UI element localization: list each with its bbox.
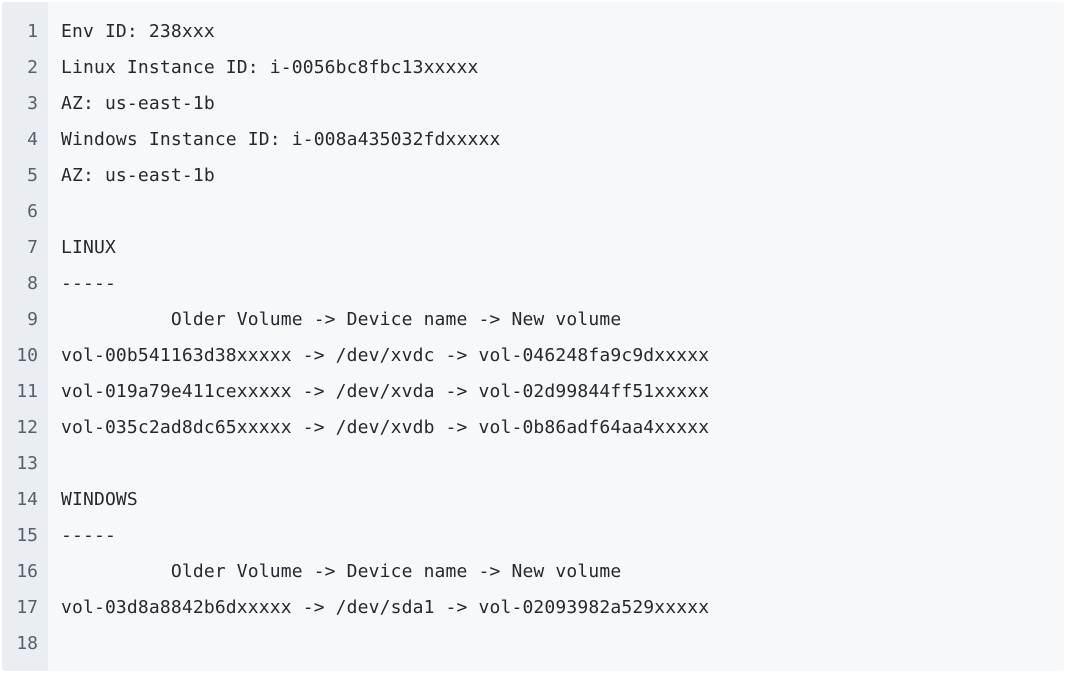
code-line: 18 <box>2 626 1064 662</box>
line-number-gutter <box>2 2 48 671</box>
line-number: 6 <box>27 201 38 222</box>
code-line: 10 vol-00b541163d38xxxxx -> /dev/xvdc -> … <box>2 338 1064 374</box>
code-line: 1 Env ID: 238xxx <box>2 14 1064 50</box>
code-line: 7 LINUX <box>2 230 1064 266</box>
line-number: 9 <box>27 309 38 330</box>
line-text: vol-019a79e411cexxxxx -> /dev/xvda -> vo… <box>61 381 710 402</box>
line-number: 3 <box>27 93 38 114</box>
line-number: 13 <box>16 453 38 474</box>
line-text: Env ID: 238xxx <box>61 21 215 42</box>
line-number: 5 <box>27 165 38 186</box>
line-text: Older Volume -> Device name -> New volum… <box>61 309 622 330</box>
line-text: vol-035c2ad8dc65xxxxx -> /dev/xvdb -> vo… <box>61 417 710 438</box>
code-line: 16 Older Volume -> Device name -> New vo… <box>2 554 1064 590</box>
line-text: vol-03d8a8842b6dxxxxx -> /dev/sda1 -> vo… <box>61 597 710 618</box>
line-number: 14 <box>16 489 38 510</box>
line-text: ----- <box>61 273 116 294</box>
line-number: 4 <box>27 129 38 150</box>
line-text: LINUX <box>61 237 116 258</box>
code-line: 9 Older Volume -> Device name -> New vol… <box>2 302 1064 338</box>
line-text: Windows Instance ID: i-008a435032fdxxxxx <box>61 129 501 150</box>
line-number: 12 <box>16 417 38 438</box>
line-number: 2 <box>27 57 38 78</box>
code-line: 2 Linux Instance ID: i-0056bc8fbc13xxxxx <box>2 50 1064 86</box>
line-number: 7 <box>27 237 38 258</box>
code-lines: 1 Env ID: 238xxx 2 Linux Instance ID: i-00… <box>2 14 1064 662</box>
line-text: AZ: us-east-1b <box>61 165 215 186</box>
line-text: Linux Instance ID: i-0056bc8fbc13xxxxx <box>61 57 479 78</box>
code-line: 14 WINDOWS <box>2 482 1064 518</box>
line-text: vol-00b541163d38xxxxx -> /dev/xvdc -> vo… <box>61 345 710 366</box>
code-line: 15 ----- <box>2 518 1064 554</box>
line-number: 10 <box>16 345 38 366</box>
line-number: 18 <box>16 633 38 654</box>
code-line: 11 vol-019a79e411cexxxxx -> /dev/xvda -> … <box>2 374 1064 410</box>
line-number: 16 <box>16 561 38 582</box>
code-line: 5 AZ: us-east-1b <box>2 158 1064 194</box>
code-line: 13 <box>2 446 1064 482</box>
line-text: WINDOWS <box>61 489 138 510</box>
code-line: 17 vol-03d8a8842b6dxxxxx -> /dev/sda1 -> … <box>2 590 1064 626</box>
line-text: ----- <box>61 525 116 546</box>
line-number: 17 <box>16 597 38 618</box>
code-line: 4 Windows Instance ID: i-008a435032fdxxxx… <box>2 122 1064 158</box>
line-number: 15 <box>16 525 38 546</box>
line-number: 8 <box>27 273 38 294</box>
line-text: AZ: us-east-1b <box>61 93 215 114</box>
code-line: 6 <box>2 194 1064 230</box>
code-line: 8 ----- <box>2 266 1064 302</box>
line-number: 11 <box>16 381 38 402</box>
line-text: Older Volume -> Device name -> New volum… <box>61 561 622 582</box>
code-line: 3 AZ: us-east-1b <box>2 86 1064 122</box>
line-number: 1 <box>27 21 38 42</box>
code-line: 12 vol-035c2ad8dc65xxxxx -> /dev/xvdb -> … <box>2 410 1064 446</box>
